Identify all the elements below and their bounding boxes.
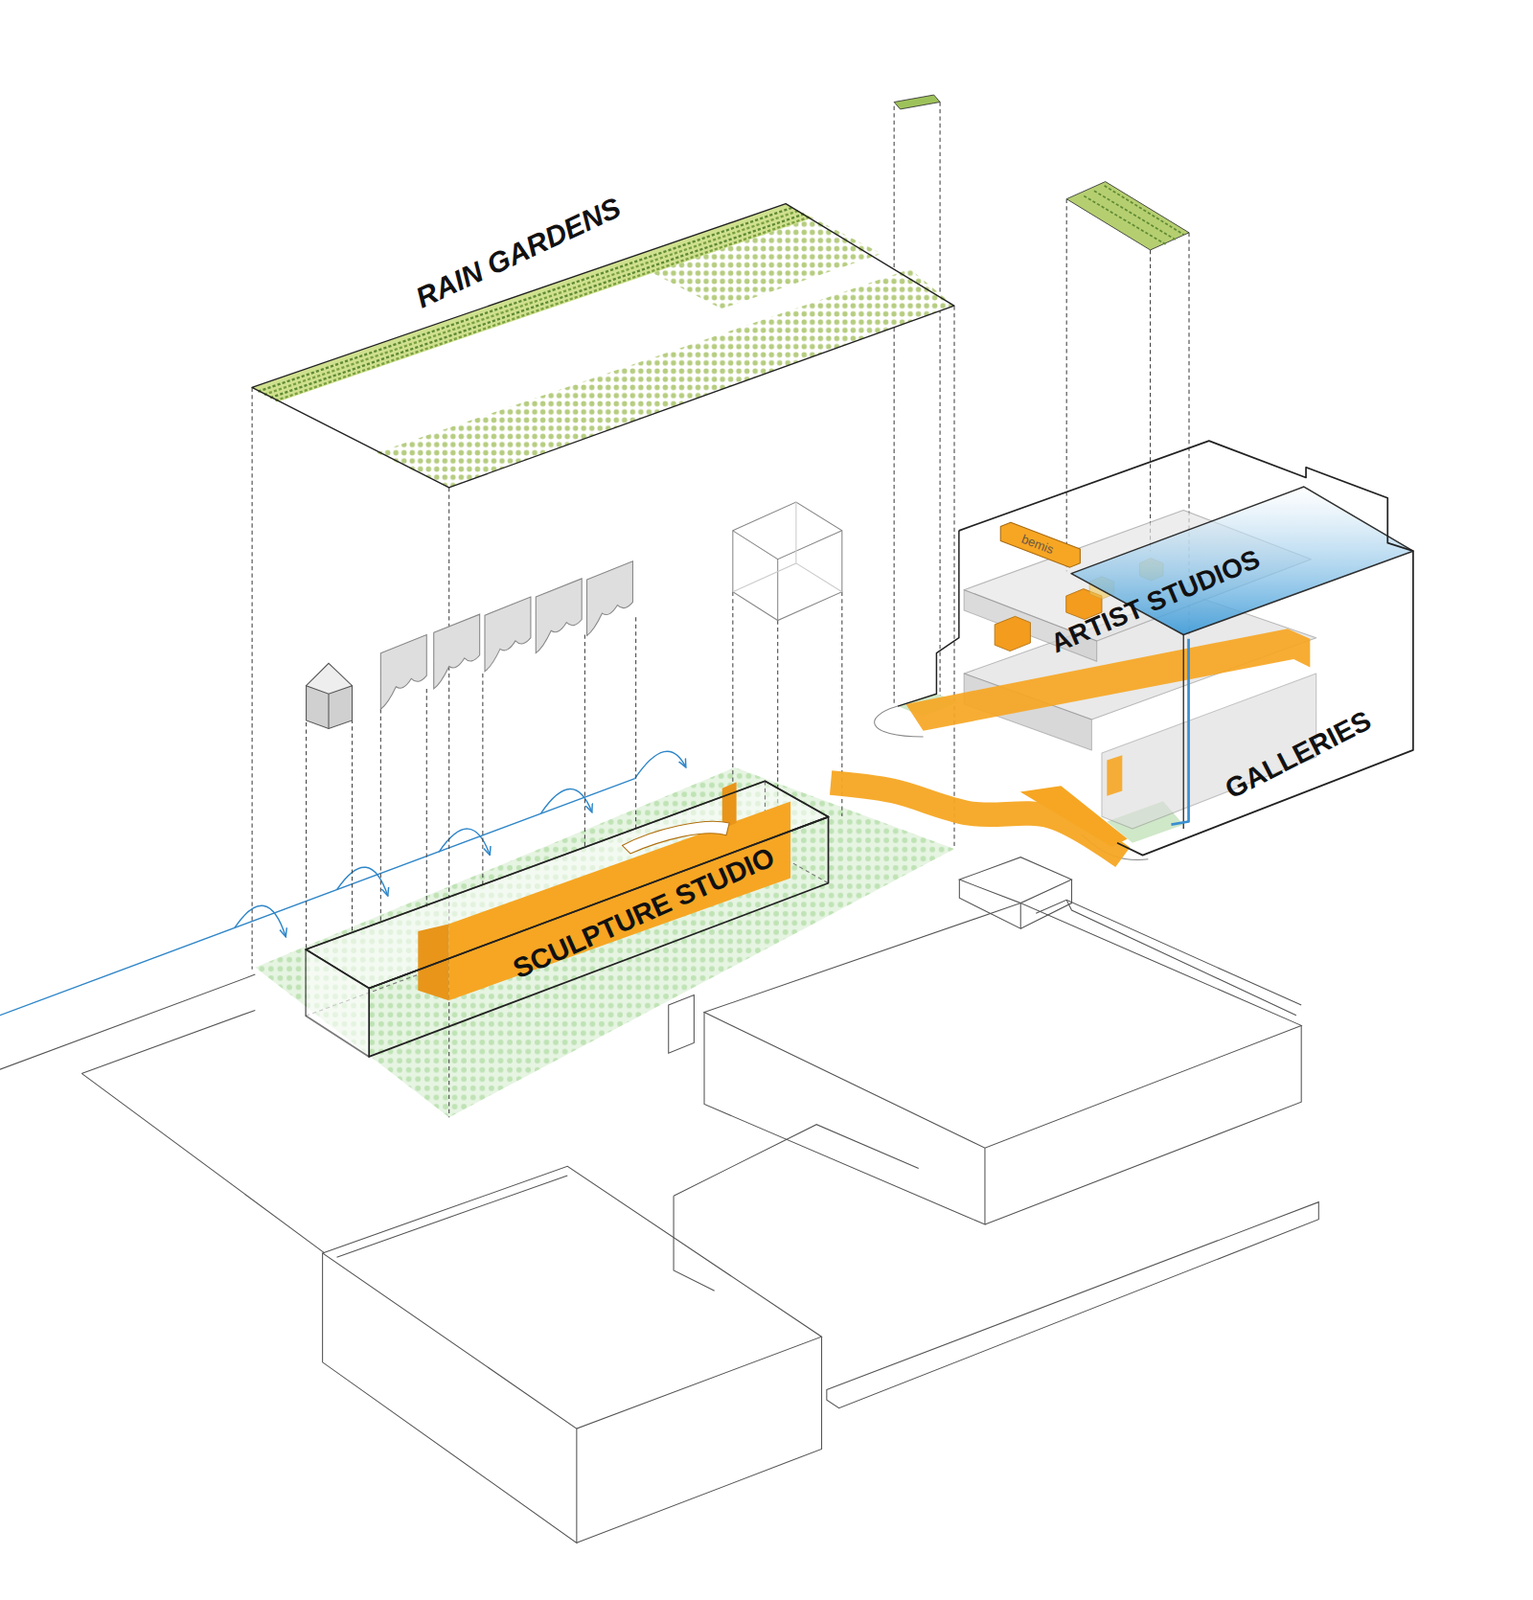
projection-line (351, 719, 353, 935)
site-slab (826, 1202, 1319, 1409)
planting-dots (376, 269, 955, 488)
studio-end (306, 949, 370, 1057)
planting-row (1083, 185, 1184, 246)
volume-hidden-edge (732, 502, 843, 593)
orange-wall (449, 800, 792, 1001)
kiosk (306, 663, 353, 729)
signage-box: bemis (996, 518, 1085, 572)
studio-top-edge (306, 780, 829, 988)
projection-line (939, 102, 941, 705)
roof-parapet (337, 1175, 569, 1258)
building-roof (704, 903, 1302, 1149)
building-roof (322, 1166, 823, 1429)
volume-edge (732, 530, 843, 621)
building-wall (576, 1336, 823, 1543)
building-outline (959, 440, 1414, 855)
orange-ramp (622, 821, 731, 854)
rain-garden-roof: RAIN GARDENS (251, 193, 959, 492)
empty-volume (732, 502, 843, 621)
projection-line (732, 592, 733, 807)
front-edge (1183, 635, 1185, 829)
projection-line (251, 388, 253, 970)
green-roof-small (893, 94, 940, 110)
entry-pavilion (1020, 879, 1072, 929)
orange-wall (418, 923, 450, 1001)
downpipe (1171, 639, 1190, 825)
shade-sail (535, 578, 582, 654)
shade-sail (434, 614, 481, 689)
building-wall (704, 1012, 985, 1226)
projection-line (380, 709, 382, 924)
gallery-building: ARTIST STUDIOSGALLERIESbemis (867, 438, 1419, 858)
hidden-edge (306, 780, 829, 1016)
projection-line (481, 673, 483, 889)
entry-pavilion (959, 879, 1021, 929)
node-shape (867, 438, 1419, 858)
shade-sail (380, 634, 427, 710)
sign-box (1000, 522, 1080, 568)
studio-front (369, 816, 829, 1056)
orange-stub (1107, 755, 1123, 797)
projection-line (305, 722, 307, 949)
site-line (0, 974, 255, 1070)
sculpture-studio-volume: SCULPTURE STUDIO (303, 760, 831, 1059)
projection-line (953, 306, 955, 847)
kiosk-roof (306, 663, 353, 694)
projection-line (635, 617, 637, 832)
shade-sail (587, 561, 634, 637)
entry-pavilion (959, 857, 1072, 904)
shade-sails (380, 561, 633, 710)
projection-line (584, 634, 586, 847)
projection-line (777, 620, 778, 812)
green-roof-small (1066, 182, 1190, 251)
roof-edge (251, 204, 955, 488)
wind-arrow (234, 905, 286, 937)
projection-line (1066, 199, 1068, 573)
space-label: bemis (1020, 531, 1056, 556)
node-shape (303, 760, 831, 1059)
volume-outline (732, 502, 843, 621)
roof-ledge (1035, 899, 1302, 1006)
kiosk-edge (327, 693, 329, 729)
roof-ledge (1066, 899, 1297, 1015)
shade-sail (484, 596, 531, 672)
building-outline (897, 530, 960, 707)
wall-plate (668, 994, 695, 1053)
projection-line (426, 688, 428, 909)
building-wall (322, 1253, 577, 1543)
projection-line (1149, 250, 1151, 551)
node-shape (251, 193, 959, 492)
site-line (81, 1073, 325, 1253)
projection-line (448, 487, 450, 1118)
orange-box (995, 616, 1031, 651)
green-ground (254, 767, 955, 1118)
roof-plane (251, 204, 955, 488)
building-wall (984, 1025, 1302, 1225)
building-wall (673, 1195, 715, 1291)
projection-line (893, 106, 895, 705)
wind-arrow (635, 751, 687, 778)
tall-frames (893, 94, 1190, 251)
site-line (81, 1009, 255, 1074)
building-roof (673, 1124, 919, 1197)
plaza-edge (874, 706, 924, 737)
